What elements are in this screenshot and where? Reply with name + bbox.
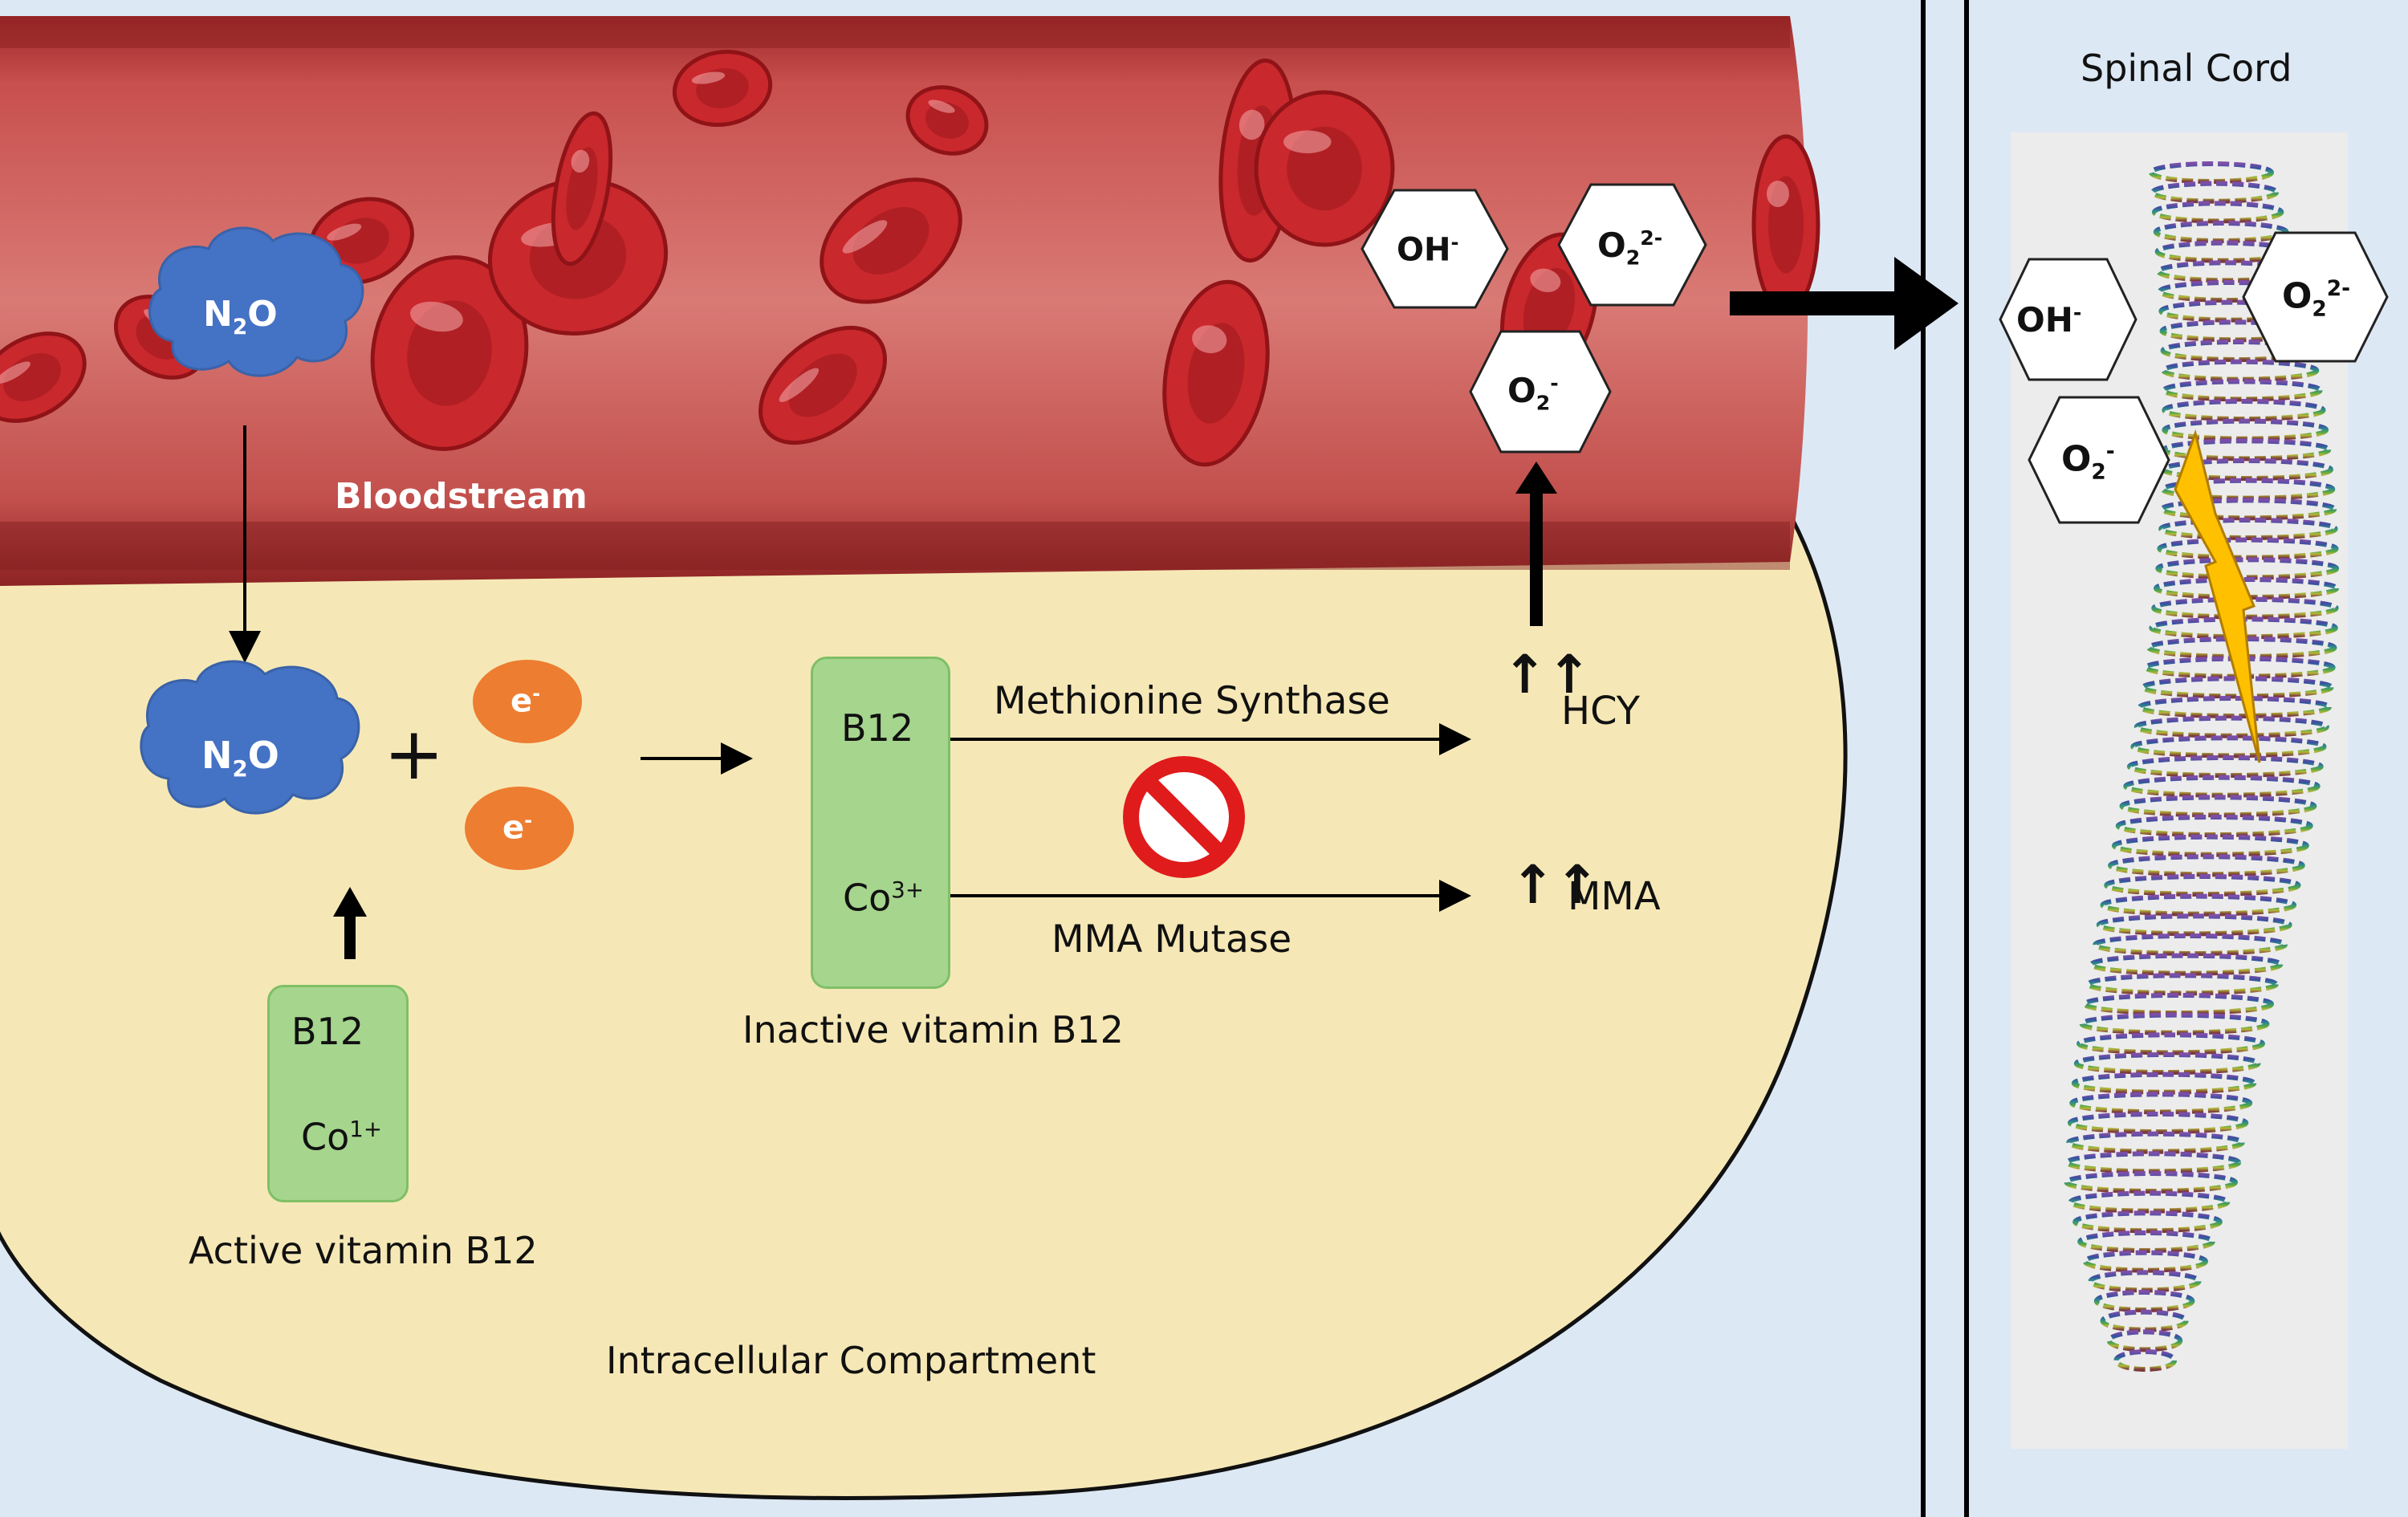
- red-blood-cells: [0, 49, 1820, 467]
- o2-2minus-label-blood: O22-: [1597, 226, 1663, 270]
- vertebra: [2106, 1329, 2183, 1352]
- vertebra: [2153, 577, 2340, 600]
- mma-mutase-label: MMA Mutase: [1051, 917, 1292, 962]
- red-blood-cell: [1254, 90, 1395, 247]
- electron-label-2: e-: [502, 809, 533, 847]
- inactive-b12-box: [811, 657, 950, 989]
- lightning-bolt-icon: [2174, 429, 2261, 763]
- electron-2: [465, 787, 574, 870]
- to-spinal-cord-arrow: [1730, 257, 1959, 350]
- n2o-label-intracellular: N2O: [201, 734, 279, 783]
- o2-minus-hexagon-spine: [2028, 396, 2170, 524]
- electron-1: [473, 660, 582, 743]
- co3-label: Co3+: [843, 876, 924, 920]
- vertebra: [2082, 1250, 2208, 1273]
- red-blood-cell: [370, 255, 529, 451]
- electron-label-1: e-: [510, 682, 541, 720]
- hcy-label: HCY: [1561, 689, 1641, 734]
- red-blood-cell: [0, 331, 87, 423]
- o2-minus-label-blood: O2-: [1507, 371, 1559, 415]
- mma-up-arrows: ↑↑: [1511, 854, 1600, 916]
- oh-hexagon-spine: [1999, 258, 2138, 381]
- o2-2minus-hexagon-spine: [2242, 231, 2389, 363]
- vertebra: [2068, 1190, 2231, 1214]
- o2-minus-label-spine: O2-: [2061, 438, 2115, 485]
- red-blood-cell: [551, 111, 613, 266]
- vertebra: [2079, 1012, 2270, 1035]
- intracellular-compartment-label: Intracellular Compartment: [606, 1339, 1096, 1382]
- n2o-cloud-intracellular: [140, 660, 360, 815]
- vertebra: [2069, 1092, 2253, 1115]
- ros-up-arrow: [1515, 462, 1557, 626]
- o2-2minus-hexagon-blood: [1557, 183, 1707, 307]
- vertebra: [2161, 359, 2320, 382]
- methionine-synthase-label: Methionine Synthase: [994, 679, 1390, 723]
- vertebra: [2149, 161, 2274, 184]
- vertebra: [2157, 537, 2339, 560]
- spine-illustration: [2064, 161, 2340, 1372]
- red-blood-cell: [820, 177, 962, 304]
- vertebra: [2100, 1309, 2189, 1332]
- spinal-cord-title: Spinal Cord: [2081, 47, 2292, 90]
- vertebra: [2140, 676, 2334, 699]
- vertebra: [2143, 656, 2336, 679]
- inactive-vitamin-b12-caption: Inactive vitamin B12: [742, 1008, 1124, 1051]
- vertebra: [2072, 1210, 2223, 1234]
- n2o-label-blood: N2O: [203, 294, 278, 340]
- vertebra: [2150, 181, 2280, 204]
- o2-minus-hexagon-blood: [1469, 330, 1612, 453]
- oh-label-spine: OH-: [2016, 300, 2082, 340]
- red-blood-cell: [1751, 134, 1820, 315]
- bloodstream-label: Bloodstream: [335, 476, 588, 517]
- active-b12-box: [267, 985, 409, 1202]
- vertebra: [2085, 973, 2279, 996]
- plus-sign: +: [384, 712, 445, 796]
- vertebra: [2082, 993, 2275, 1015]
- red-blood-cell: [759, 325, 887, 445]
- oh-label-blood: OH-: [1397, 231, 1459, 269]
- vertebra: [2158, 518, 2338, 540]
- vertebra: [2073, 1052, 2261, 1075]
- vertebra: [2162, 379, 2323, 402]
- red-blood-cell: [905, 85, 989, 156]
- o2-2minus-label-spine: O22-: [2282, 275, 2351, 322]
- active-b12-label: B12: [291, 1010, 364, 1053]
- inactive-b12-label: B12: [841, 706, 914, 750]
- red-blood-cell: [672, 49, 773, 128]
- vertebra: [2137, 696, 2332, 718]
- vertebra: [2113, 1349, 2178, 1372]
- activation-up-arrow: [333, 887, 367, 959]
- mma-label: MMA: [1568, 874, 1661, 919]
- oh-hexagon-blood: [1361, 189, 1509, 309]
- inhibition-icon: [1123, 756, 1245, 878]
- hcy-up-arrows: ↑↑: [1503, 644, 1592, 706]
- vertebra: [2076, 1032, 2265, 1055]
- n2o-cloud-bloodstream: [148, 226, 364, 377]
- active-vitamin-b12-caption: Active vitamin B12: [189, 1229, 538, 1272]
- co1-label: Co1+: [301, 1115, 382, 1159]
- red-blood-cell: [1162, 279, 1270, 467]
